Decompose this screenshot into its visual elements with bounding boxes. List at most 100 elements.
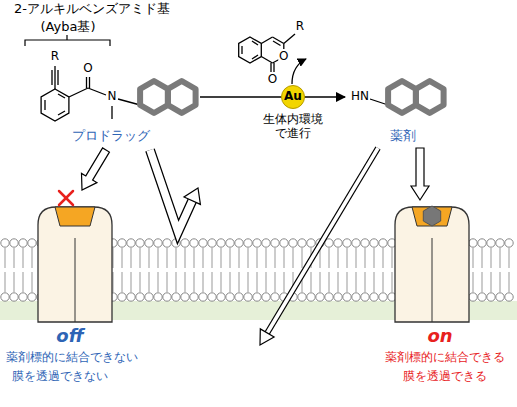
atom-label: O: [82, 62, 93, 75]
lipid-tail: [383, 248, 384, 268]
lipid-head: [226, 293, 234, 301]
lipid-head: [352, 239, 360, 247]
lipid-head: [154, 293, 162, 301]
lipid-tail: [491, 248, 492, 268]
lipid-head: [10, 239, 18, 247]
lipid-head: [1, 293, 9, 301]
lipid-head: [343, 293, 351, 301]
lipid-tail: [392, 248, 393, 268]
lipid-head: [469, 239, 477, 247]
lipid-tail: [194, 272, 195, 292]
lipid-tail: [32, 272, 33, 292]
drug-decalin: [388, 81, 444, 113]
lipid-tail: [230, 272, 231, 292]
lipid-head: [136, 293, 144, 301]
payload-decalin: [140, 81, 196, 113]
atom-label: R: [50, 50, 60, 63]
lipid-head: [280, 239, 288, 247]
binding-arrow: [411, 148, 429, 200]
lipid-tail: [356, 272, 357, 292]
lipid-tail: [509, 272, 510, 292]
lipid-tail: [212, 272, 213, 292]
lipid-head: [487, 293, 495, 301]
lipid-tail: [23, 248, 24, 268]
lipid-tail: [509, 248, 510, 268]
lipid-head: [262, 293, 270, 301]
lipid-tail: [167, 248, 168, 268]
lipid-head: [10, 293, 18, 301]
lipid-head: [235, 293, 243, 301]
lipid-head: [217, 239, 225, 247]
lipid-tail: [14, 248, 15, 268]
atom-label: N: [107, 90, 118, 103]
note: 薬剤標的に結合できる: [385, 351, 505, 364]
target-receptor: [395, 206, 469, 322]
lipid-tail: [203, 272, 204, 292]
lipid-head: [28, 239, 36, 247]
lipid-head: [190, 293, 198, 301]
lipid-head: [496, 293, 504, 301]
lipid-head: [262, 239, 270, 247]
lipid-head: [379, 293, 387, 301]
blocked-mark: [59, 191, 73, 205]
lipid-head: [361, 239, 369, 247]
lipid-tail: [275, 272, 276, 292]
condition-label: 生体内環境 で進行: [260, 112, 326, 141]
lipid-tail: [140, 248, 141, 268]
lipid-head: [118, 239, 126, 247]
lipid-head: [235, 239, 243, 247]
atom-label: R: [295, 20, 305, 33]
lipid-tail: [347, 248, 348, 268]
lipid-tail: [203, 248, 204, 268]
lipid-head: [19, 239, 27, 247]
lipid-head: [361, 293, 369, 301]
lipid-tail: [473, 248, 474, 268]
lipid-tail: [392, 272, 393, 292]
lipid-tail: [302, 248, 303, 268]
lipid-tail: [257, 272, 258, 292]
bracket: [25, 35, 110, 46]
reaction-arrow: [200, 96, 345, 98]
lipid-tail: [176, 248, 177, 268]
lipid-tail: [320, 272, 321, 292]
lipid-tail: [374, 248, 375, 268]
lipid-head: [19, 293, 27, 301]
lipid-tail: [122, 272, 123, 292]
lipid-head: [181, 293, 189, 301]
lipid-tail: [194, 248, 195, 268]
lipid-head: [496, 239, 504, 247]
lipid-tail: [275, 248, 276, 268]
lipid-head: [352, 293, 360, 301]
lipid-head: [244, 239, 252, 247]
group-abbrev: (Ayba基): [40, 20, 95, 34]
lipid-tail: [356, 248, 357, 268]
atom-label: HN: [350, 90, 370, 103]
lipid-head: [181, 239, 189, 247]
lipid-tail: [473, 272, 474, 292]
lipid-head: [253, 293, 261, 301]
lipid-head: [307, 239, 315, 247]
lipid-head: [298, 293, 306, 301]
state-label: on: [427, 326, 452, 346]
lipid-tail: [131, 248, 132, 268]
lipid-head: [271, 239, 279, 247]
lipid-tail: [14, 272, 15, 292]
lipid-head: [469, 293, 477, 301]
catalyst-circle: Au: [281, 85, 305, 109]
lipid-tail: [293, 248, 294, 268]
lipid-tail: [5, 272, 6, 292]
lipid-tail: [185, 272, 186, 292]
lipid-tail: [239, 248, 240, 268]
bounce-arrow: [150, 150, 200, 232]
lipid-tail: [311, 272, 312, 292]
lipid-tail: [248, 272, 249, 292]
lipid-tail: [131, 272, 132, 292]
lipid-tail: [266, 248, 267, 268]
lipid-head: [298, 239, 306, 247]
lipid-tail: [212, 248, 213, 268]
lipid-tail: [491, 272, 492, 292]
lipid-tail: [230, 248, 231, 268]
group-name: 2-アルキルベンズアミド基: [14, 2, 170, 16]
